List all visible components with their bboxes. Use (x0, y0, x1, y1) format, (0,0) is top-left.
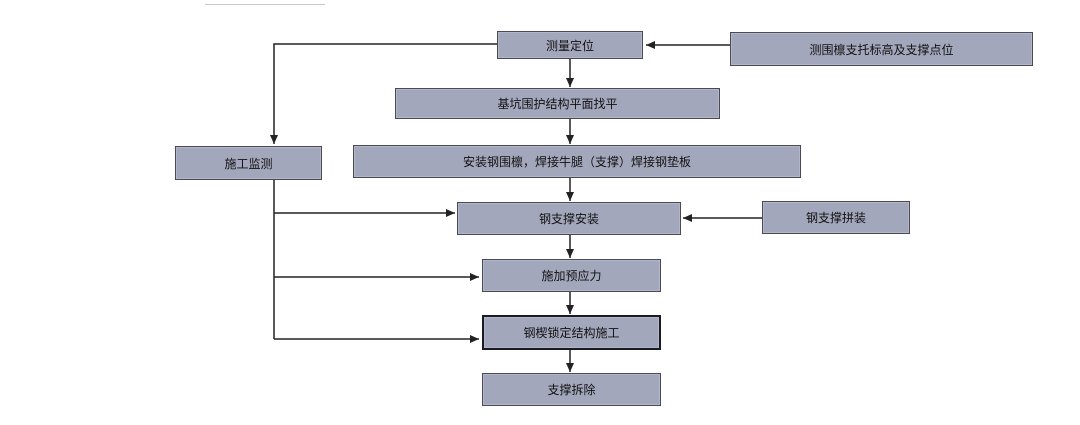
node-support-removal: 支撑拆除 (482, 373, 661, 406)
node-steel-support-install: 钢支撑安装 (457, 202, 681, 235)
node-survey-positioning: 测量定位 (497, 31, 643, 59)
node-wedge-lock: 钢楔锁定结构施工 (482, 315, 661, 350)
node-measure-elevation: 测围檩支托标高及支撑点位 (730, 32, 1033, 66)
arrow-survey-to-monitoring (270, 43, 497, 144)
node-apply-prestress: 施加预应力 (482, 259, 661, 292)
node-install-waling: 安装钢围檩，焊接牛腿（支撑）焊接钢垫板 (353, 145, 801, 178)
node-excavation-leveling: 基坑围护结构平面找平 (395, 88, 720, 119)
node-construction-monitoring: 施工监测 (175, 146, 322, 180)
node-steel-support-assembly: 钢支撑拼装 (762, 201, 910, 234)
top-cropped-strip (205, 0, 325, 5)
